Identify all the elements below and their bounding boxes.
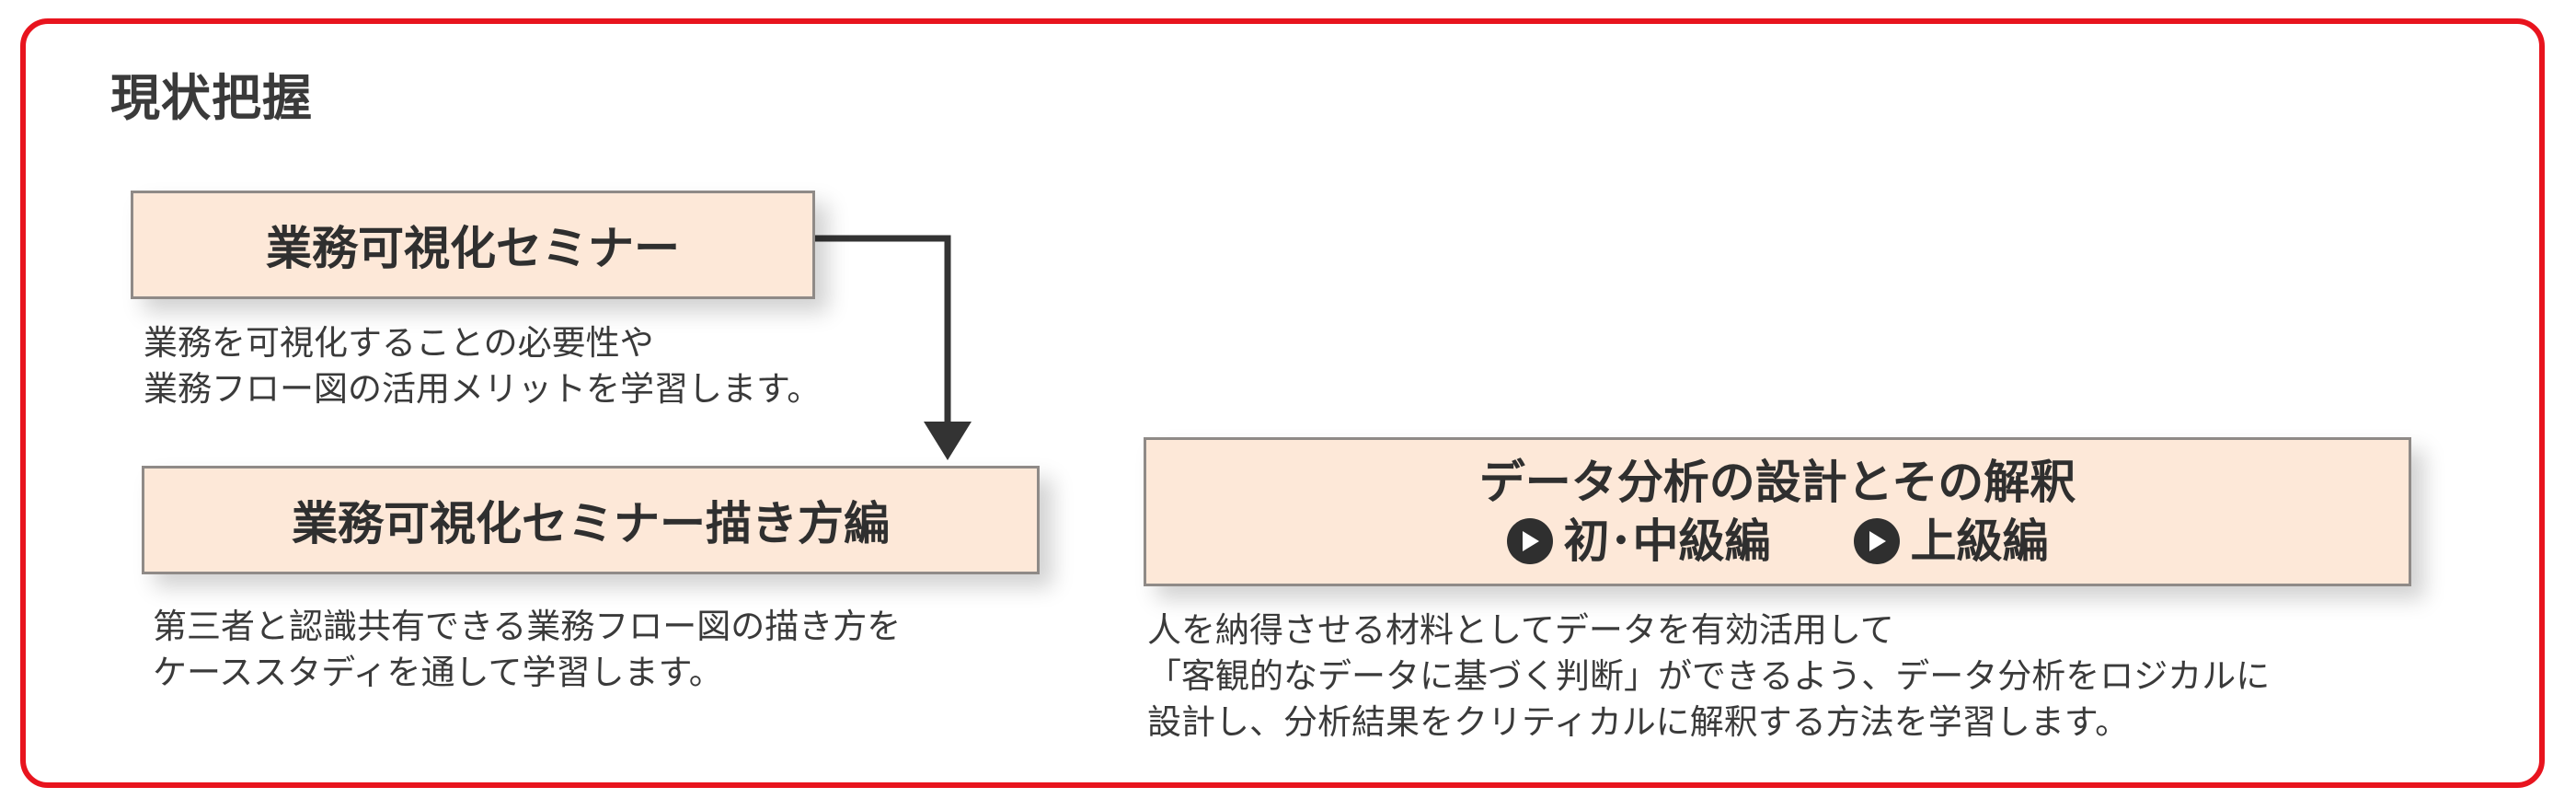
section-title: 現状把握: [110, 69, 313, 127]
seminar-title: 業務可視化セミナー描き方編: [292, 497, 890, 550]
play-circle-icon: [1506, 518, 1553, 564]
seminar-box-business-visualization[interactable]: 業務可視化セミナー: [131, 191, 815, 299]
seminar-title: データ分析の設計とその解釈: [1478, 456, 2076, 509]
seminar-description: 人を納得させる材料としてデータを有効活用して 「客観的なデータに基づく判断」がで…: [1147, 608, 2270, 746]
desc-line: 「客観的なデータに基づく判断」ができるよう、データ分析をロジカルに: [1147, 656, 2271, 696]
desc-line: 設計し、分析結果をクリティカルに解釈する方法を学習します。: [1147, 702, 2130, 742]
play-circle-icon: [1853, 518, 1900, 564]
seminar-box-data-analysis: データ分析の設計とその解釈 初･中級編 上級編: [1144, 437, 2411, 586]
desc-line: 人を納得させる材料としてデータを有効活用して: [1147, 610, 1894, 650]
desc-line: 業務フロー図の活用メリットを学習します。: [144, 369, 822, 409]
link-advanced[interactable]: 上級編: [1853, 513, 2049, 570]
seminar-box-drawing-method[interactable]: 業務可視化セミナー描き方編: [142, 466, 1040, 574]
desc-line: 業務を可視化することの必要性や: [144, 323, 654, 363]
section-frame: [20, 18, 2545, 788]
link-label: 上級編: [1910, 515, 2049, 568]
link-label: 初･中級編: [1563, 515, 1771, 568]
seminar-title: 業務可視化セミナー: [266, 222, 680, 275]
desc-line: 第三者と認識共有できる業務フロー図の描き方を: [153, 607, 902, 646]
seminar-description: 第三者と認識共有できる業務フロー図の描き方を ケーススタディを通して学習します。: [153, 604, 901, 696]
level-links: 初･中級編 上級編: [1506, 513, 2049, 570]
link-beginner-intermediate[interactable]: 初･中級編: [1506, 513, 1771, 570]
seminar-description: 業務を可視化することの必要性や 業務フロー図の活用メリットを学習します。: [144, 320, 821, 412]
desc-line: ケーススタディを通して学習します。: [153, 653, 723, 692]
